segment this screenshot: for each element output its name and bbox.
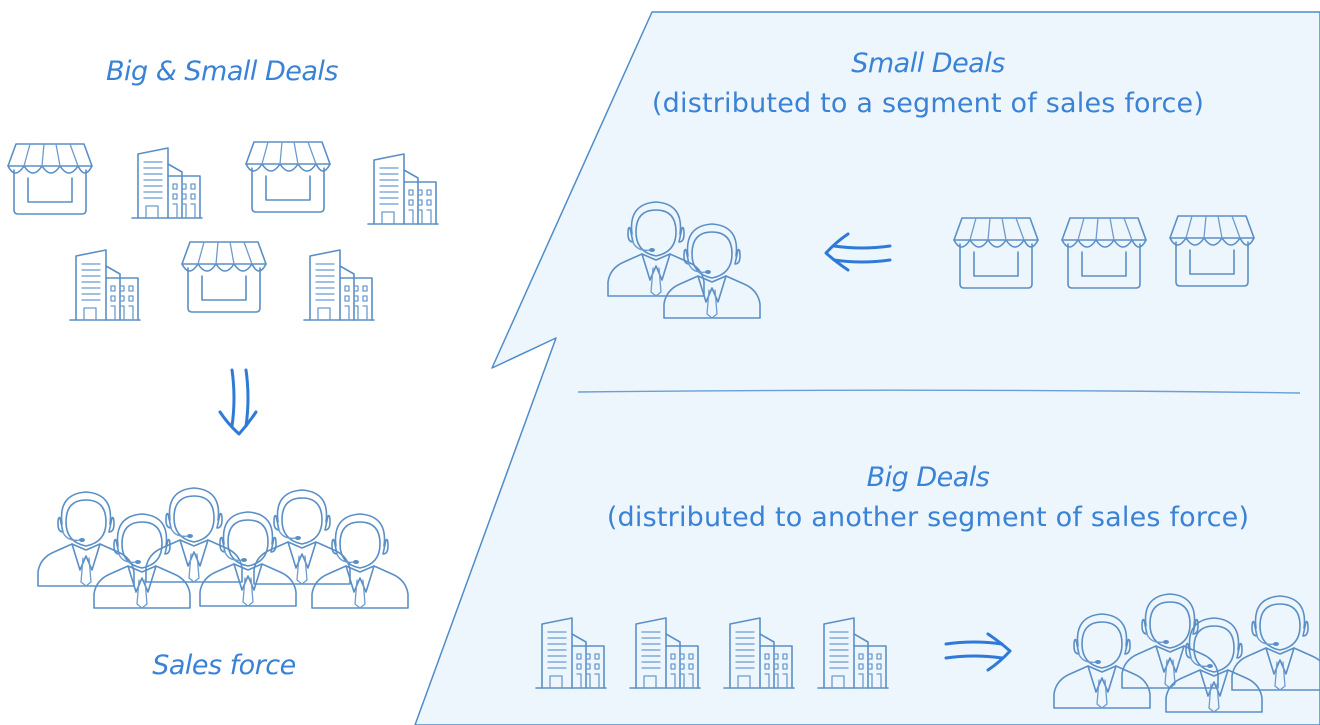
sales-agent-headset-icon [311, 513, 409, 609]
down-arrow-icon [218, 368, 258, 436]
left-panel-title: Big & Small Deals [106, 56, 338, 87]
office-building-icon [303, 249, 375, 321]
sales-agent-headset-icon [199, 511, 297, 607]
office-building-icon [69, 249, 141, 321]
left-deals-group [7, 141, 439, 321]
small-deals-title: Small Deals [851, 48, 1005, 79]
shop-icon [7, 143, 93, 215]
big-deals-title: Big Deals [866, 462, 990, 493]
shop-icon [181, 241, 267, 313]
office-building-icon [131, 147, 203, 219]
big-deals-subtitle: (distributed to another segment of sales… [606, 502, 1250, 533]
sales-force-group [37, 487, 409, 609]
sales-agent-headset-icon [37, 491, 135, 587]
shop-icon [245, 141, 331, 213]
left-panel-footer: Sales force [152, 650, 296, 681]
office-building-icon [367, 153, 439, 225]
panel-divider [577, 389, 1301, 394]
right-panel-background [414, 11, 1320, 725]
small-deals-subtitle: (distributed to a segment of sales force… [651, 88, 1205, 119]
